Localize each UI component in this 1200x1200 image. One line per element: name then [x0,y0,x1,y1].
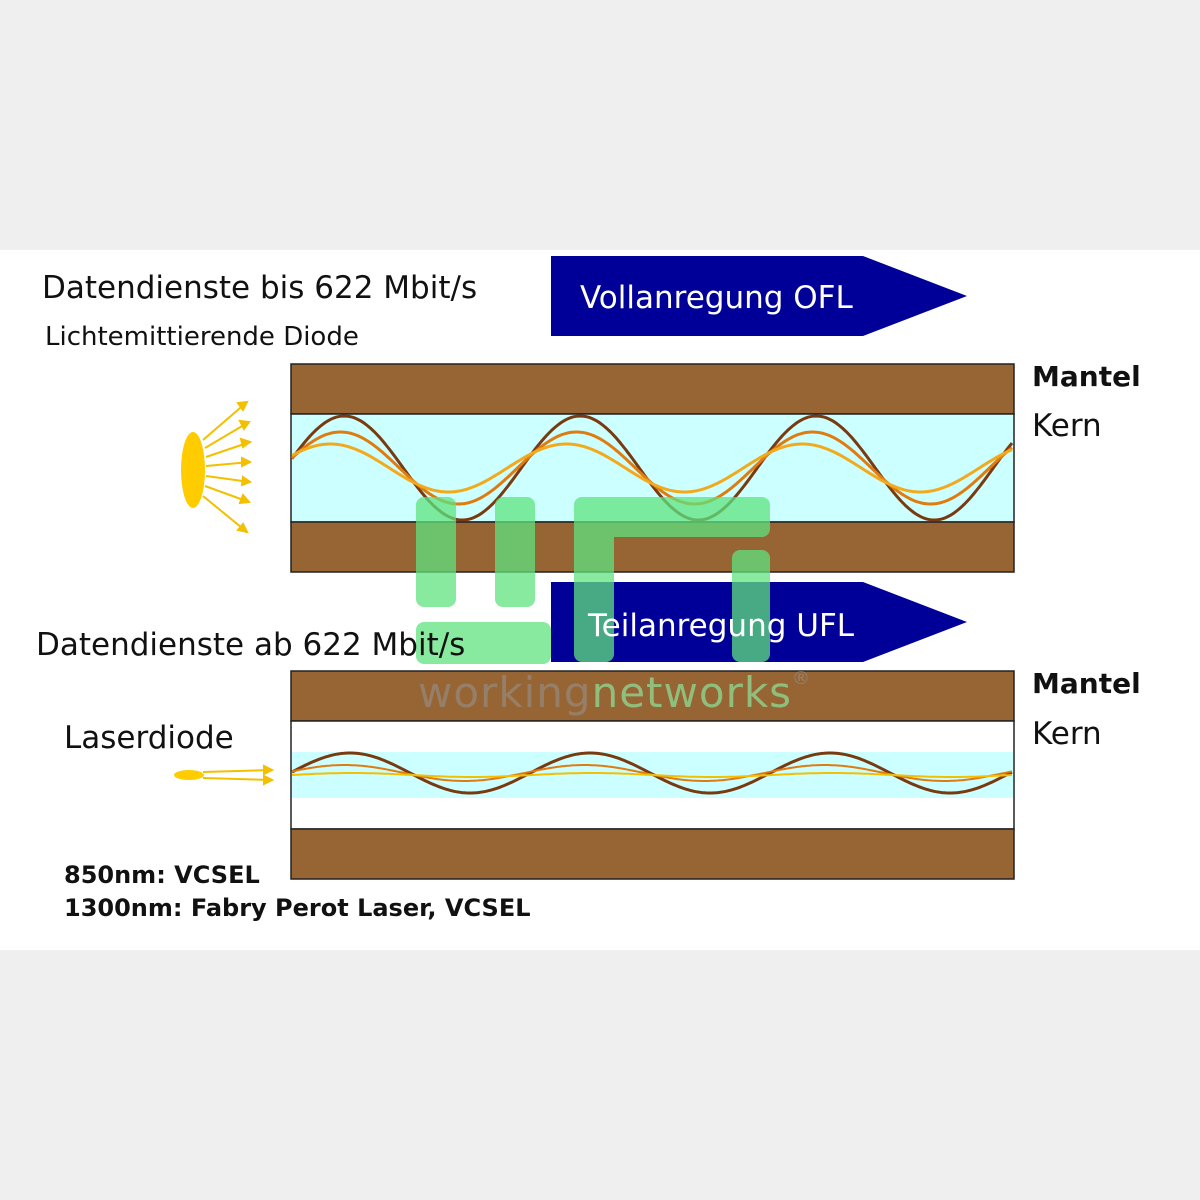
diagram-canvas: Datendienste bis 622 Mbit/s Lichtemittie… [0,250,1200,950]
led-label: Lichtemittierende Diode [45,322,359,352]
top-core-label: Kern [1032,408,1102,444]
bottom-cladding-lower [290,828,1015,880]
bottom-heading: Datendienste ab 622 Mbit/s [36,627,466,663]
watermark-text-networks: networks [591,668,793,717]
top-cladding-upper [290,363,1015,415]
top-heading: Datendienste bis 622 Mbit/s [42,270,478,306]
laser-source-icon [174,764,275,786]
footnote-1300nm: 1300nm: Fabry Perot Laser, VCSEL [64,894,531,922]
ofl-arrow-shape [551,256,967,336]
watermark-logo-icon [416,497,770,664]
bottom-cladding-label: Mantel [1032,667,1141,700]
fiber-diagram [174,256,1015,880]
ufl-arrow-label: Teilanregung UFL [588,608,855,644]
watermark-registered: ® [792,668,812,689]
ofl-arrow-label: Vollanregung OFL [580,280,853,316]
watermark-text-working: working [418,668,592,717]
top-mode-wave-low [291,442,1013,494]
footnote-850nm: 850nm: VCSEL [64,861,260,889]
bottom-mode-wave-low [291,772,1013,778]
laser-label: Laserdiode [64,720,234,756]
led-source-icon [181,400,253,534]
top-cladding-label: Mantel [1032,360,1141,393]
watermark-text: workingnetworks® [418,668,811,717]
bottom-core-label: Kern [1032,716,1102,752]
